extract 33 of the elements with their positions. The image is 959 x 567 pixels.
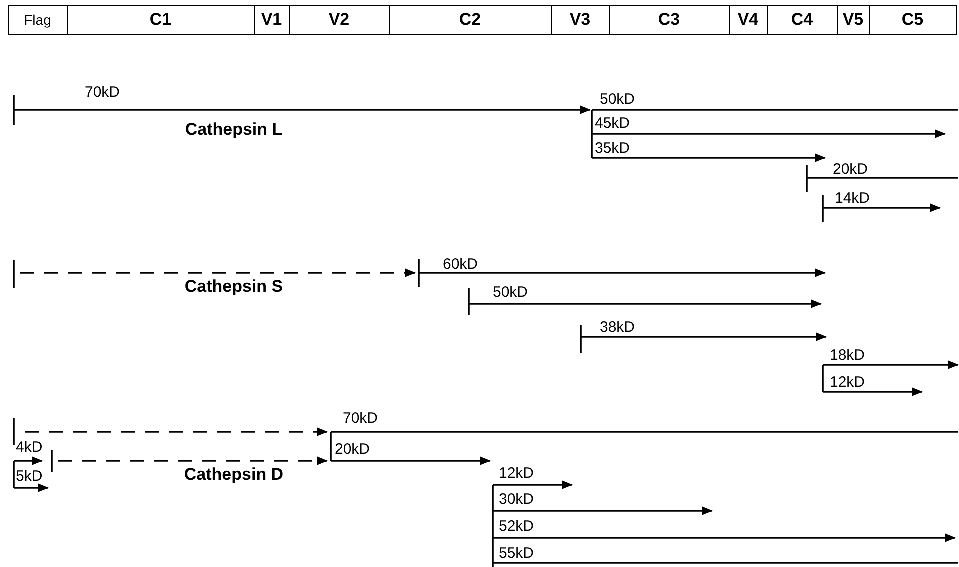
domain-cell: V3	[550, 5, 610, 35]
fragment-size-label: 38kD	[600, 319, 636, 336]
fragment-size-label: 55kD	[499, 545, 534, 562]
domain-cell: V5	[836, 5, 870, 35]
fragment-size-label: 12kD	[499, 465, 534, 482]
fragment-size-label: 35kD	[595, 140, 630, 157]
domain-cell: C2	[388, 5, 552, 35]
fragment-size-label: 50kD	[493, 284, 528, 301]
fragment-size-label: 60kD	[443, 256, 478, 273]
protease-name: Cathepsin D	[184, 465, 284, 484]
fragment-size-label: 50kD	[600, 91, 636, 108]
domain-cell: C1	[66, 5, 255, 35]
fragment-size-label: 18kD	[830, 347, 866, 364]
fragment-size-label: 70kD	[85, 84, 120, 101]
domain-cell: V1	[254, 5, 290, 35]
fragment-size-label: 45kD	[595, 115, 630, 132]
protease-name: Cathepsin S	[184, 277, 284, 296]
protease-name: Cathepsin L	[184, 120, 284, 139]
domain-cell: C5	[868, 5, 957, 35]
domain-cell: V4	[728, 5, 768, 35]
domain-cell: C3	[608, 5, 730, 35]
fragment-size-label: 30kD	[499, 491, 534, 508]
fragment-size-label: 4kD	[16, 439, 43, 456]
fragment-size-label: 70kD	[343, 410, 378, 427]
domain-cell: Flag	[8, 5, 68, 35]
fragment-size-label: 20kD	[335, 441, 370, 458]
domain-cell: V2	[288, 5, 390, 35]
fragment-size-label: 20kD	[833, 161, 868, 178]
fragment-size-label: 5kD	[16, 468, 43, 485]
domain-cell: C4	[766, 5, 838, 35]
fragment-size-label: 52kD	[499, 518, 534, 535]
fragment-size-label: 14kD	[835, 190, 870, 207]
fragment-size-label: 12kD	[830, 374, 866, 391]
